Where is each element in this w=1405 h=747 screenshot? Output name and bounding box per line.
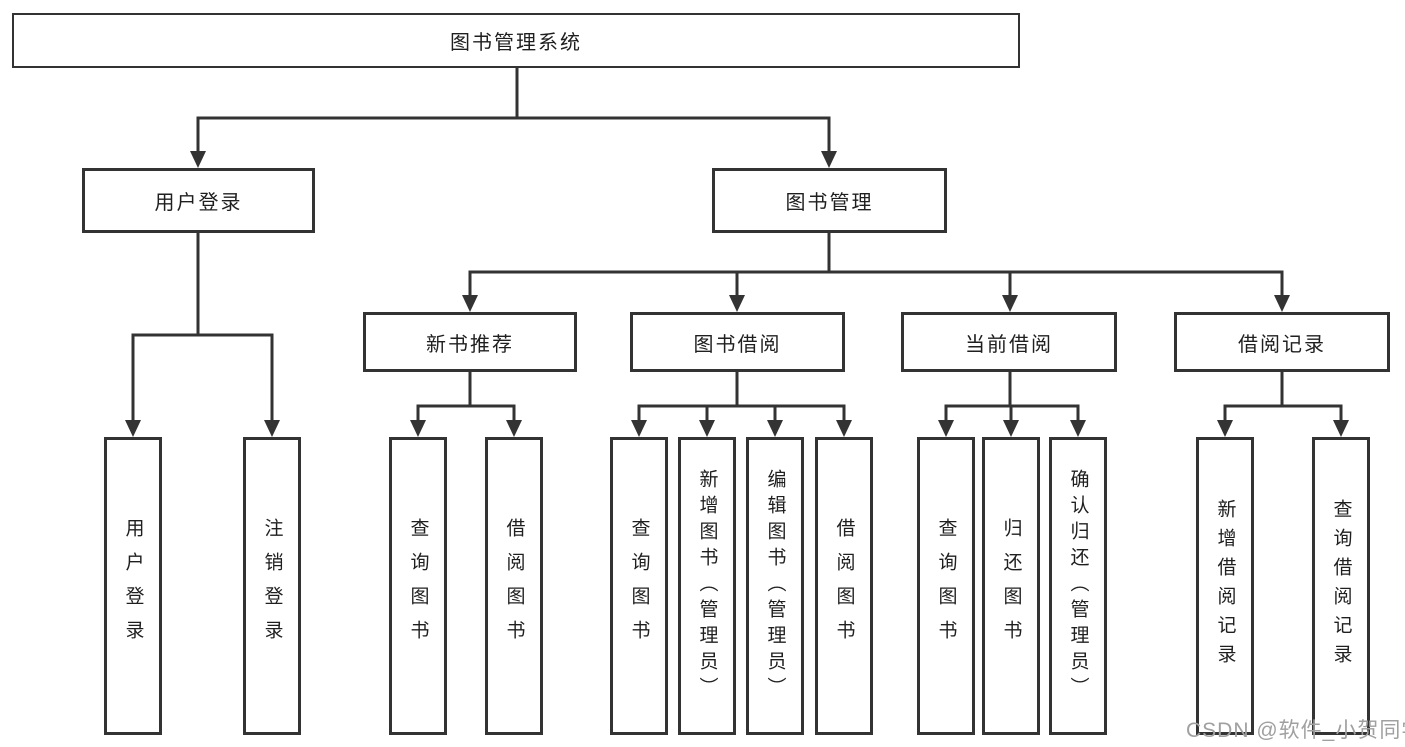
leaf-query-books-current-label: 查询图书 — [935, 518, 957, 654]
node-new-book-recommend-label: 新书推荐 — [426, 333, 514, 356]
arrow-head — [821, 151, 837, 168]
arrow-head — [506, 420, 522, 437]
leaf-logout: 注销登录 — [243, 437, 301, 735]
node-root-label: 图书管理系统 — [450, 32, 582, 54]
leaf-borrow-books-recommend-label: 借阅图书 — [503, 518, 525, 654]
connector-current-borrow-children — [938, 370, 1086, 437]
arrow-head — [264, 420, 280, 437]
node-user-login: 用户登录 — [82, 168, 315, 233]
leaf-add-book-admin-label: 新增图书（管理员） — [696, 469, 718, 703]
csdn-watermark: CSDN @软件_小贺同学 — [1186, 719, 1405, 742]
arrow-head — [462, 295, 478, 312]
arrow-head — [631, 420, 647, 437]
leaf-edit-book-admin: 编辑图书（管理员） — [746, 437, 804, 735]
node-book-management: 图书管理 — [712, 168, 947, 233]
leaf-logout-label: 注销登录 — [261, 518, 283, 654]
connector-borrow-records-children — [1217, 370, 1349, 437]
node-borrow-records-label: 借阅记录 — [1238, 333, 1326, 356]
leaf-borrow-books-recommend: 借阅图书 — [485, 437, 543, 735]
leaf-add-borrow-record: 新增借阅记录 — [1196, 437, 1254, 735]
leaf-add-borrow-record-label: 新增借阅记录 — [1214, 499, 1236, 673]
arrow-head — [699, 420, 715, 437]
leaf-confirm-return-admin: 确认归还（管理员） — [1049, 437, 1107, 735]
leaf-user-login-label: 用户登录 — [122, 518, 144, 654]
connector-user-login-children — [125, 231, 280, 437]
arrow-head — [190, 151, 206, 168]
arrow-head — [938, 420, 954, 437]
node-current-borrow-label: 当前借阅 — [965, 333, 1053, 356]
arrow-head — [1002, 295, 1018, 312]
leaf-query-borrow-record: 查询借阅记录 — [1312, 437, 1370, 735]
leaf-query-books-borrow: 查询图书 — [610, 437, 668, 735]
leaf-query-books-current: 查询图书 — [917, 437, 975, 735]
arrow-head — [1217, 420, 1233, 437]
connector-root-to-level2 — [190, 66, 837, 168]
leaf-return-books: 归还图书 — [982, 437, 1040, 735]
node-root: 图书管理系统 — [12, 13, 1020, 68]
leaf-user-login: 用户登录 — [104, 437, 162, 735]
leaf-edit-book-admin-label: 编辑图书（管理员） — [764, 469, 786, 703]
leaf-add-book-admin: 新增图书（管理员） — [678, 437, 736, 735]
node-user-login-label: 用户登录 — [154, 192, 243, 214]
arrow-head — [767, 420, 783, 437]
arrow-head — [836, 420, 852, 437]
leaf-query-books-recommend-label: 查询图书 — [407, 518, 429, 654]
leaf-query-borrow-record-label: 查询借阅记录 — [1330, 499, 1352, 673]
node-current-borrow: 当前借阅 — [901, 312, 1117, 372]
leaf-confirm-return-admin-label: 确认归还（管理员） — [1067, 469, 1089, 703]
node-book-borrow: 图书借阅 — [630, 312, 845, 372]
node-new-book-recommend: 新书推荐 — [363, 312, 577, 372]
node-book-management-label: 图书管理 — [785, 192, 874, 214]
arrow-head — [1274, 295, 1290, 312]
connector-new-book-recommend-children — [410, 370, 522, 437]
node-book-borrow-label: 图书借阅 — [693, 333, 782, 356]
arrow-head — [125, 420, 141, 437]
node-borrow-records: 借阅记录 — [1174, 312, 1390, 372]
connector-book-borrow-children — [631, 370, 852, 437]
arrow-head — [1003, 420, 1019, 437]
arrow-head — [1333, 420, 1349, 437]
arrow-head — [729, 295, 745, 312]
connector-book-management-children — [462, 231, 1290, 312]
leaf-return-books-label: 归还图书 — [1000, 518, 1022, 654]
leaf-query-books-recommend: 查询图书 — [389, 437, 447, 735]
leaf-borrow-books-label: 借阅图书 — [833, 518, 855, 654]
arrow-head — [1070, 420, 1086, 437]
arrow-head — [410, 420, 426, 437]
leaf-query-books-borrow-label: 查询图书 — [628, 518, 650, 654]
leaf-borrow-books: 借阅图书 — [815, 437, 873, 735]
